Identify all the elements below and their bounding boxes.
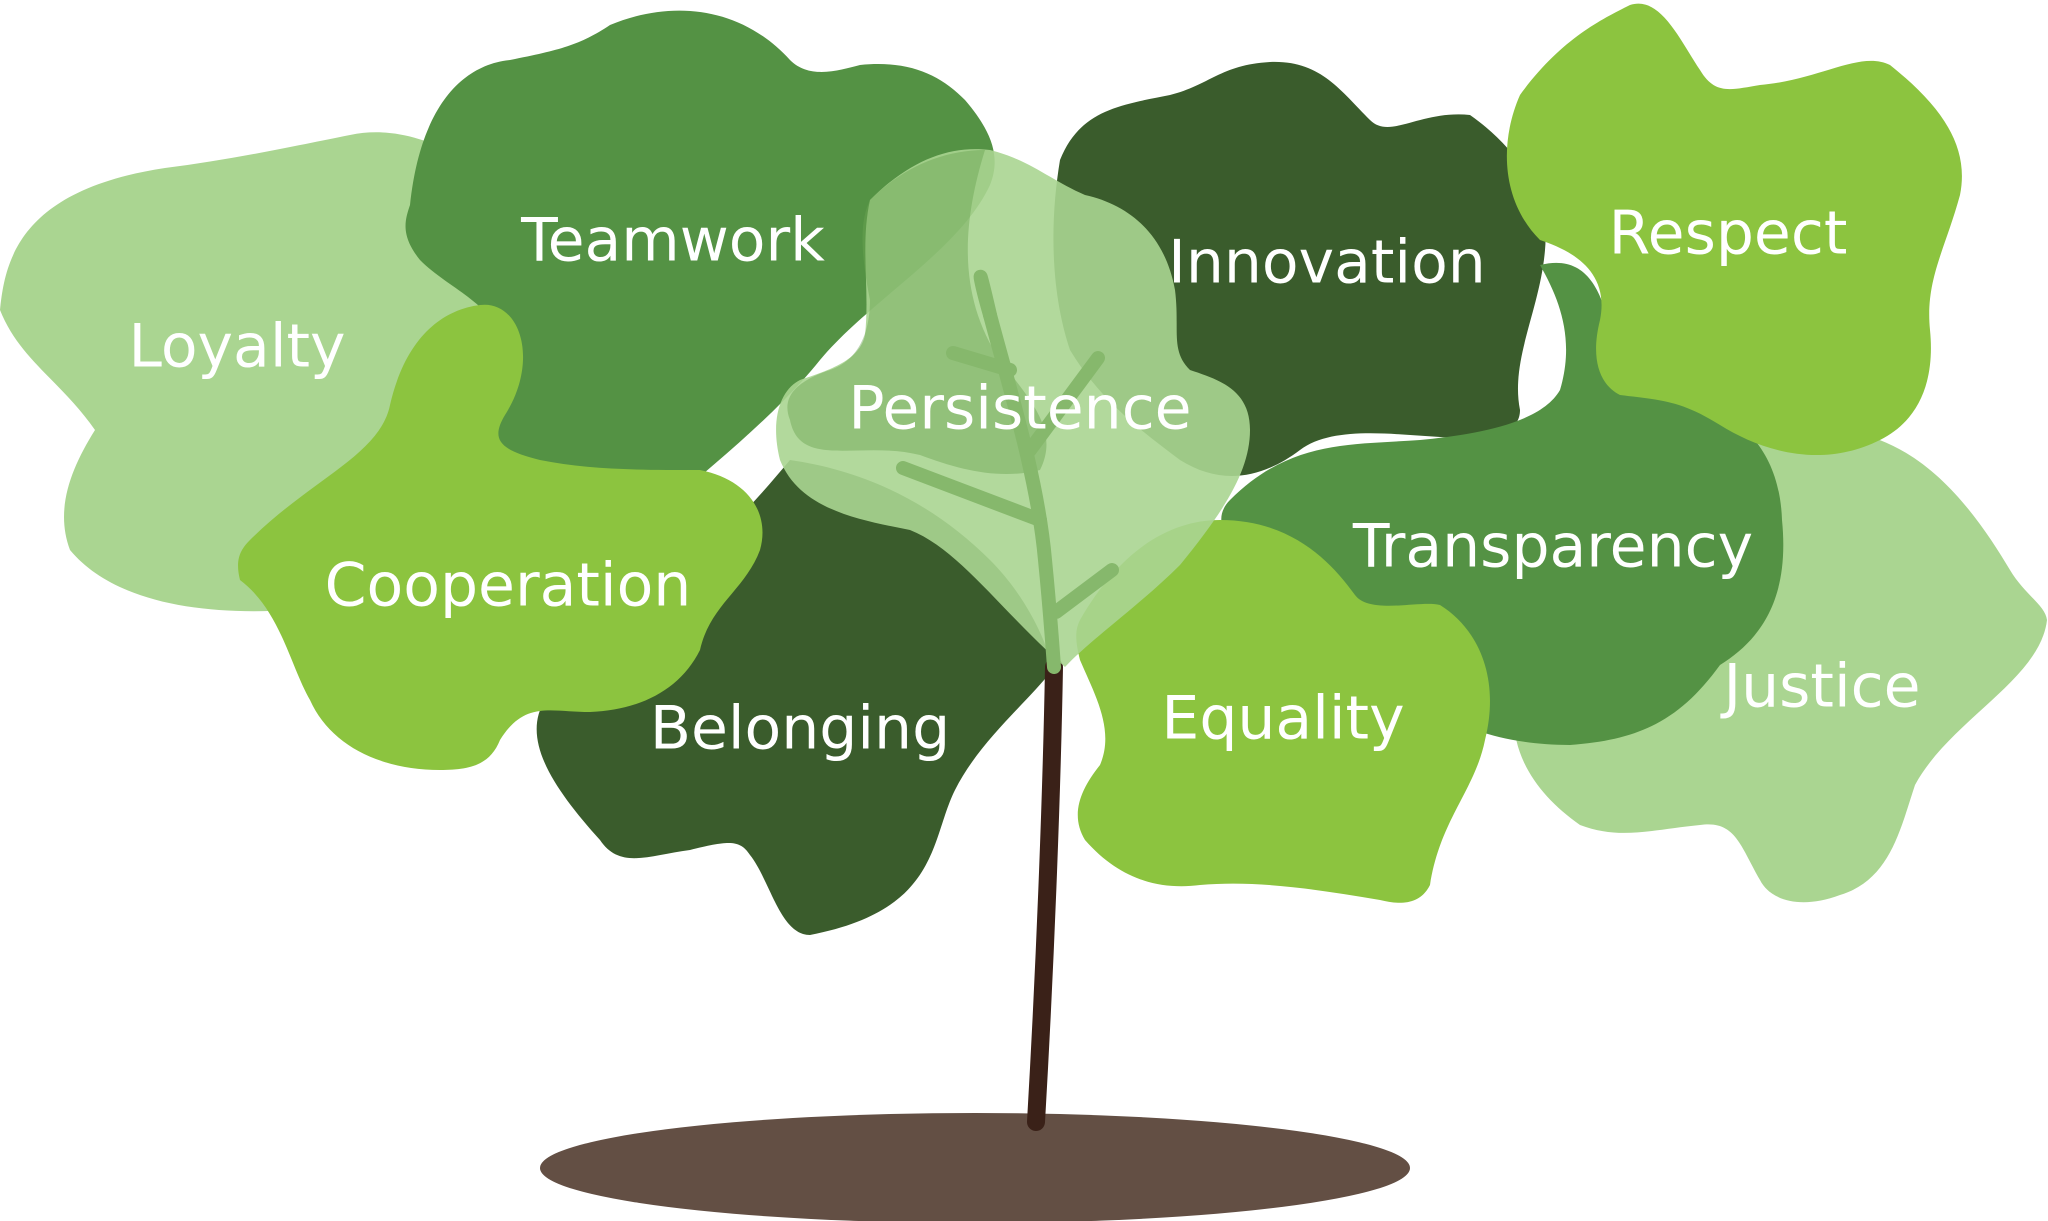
tree-trunk (1027, 658, 1063, 1131)
leaf-label-respect: Respect (1609, 199, 1848, 269)
leaf-teamwork: Teamwork (405, 10, 995, 513)
leaf-equality: Equality (1076, 520, 1490, 903)
leaf-respect: Respect (1506, 3, 1962, 456)
leaf-label-loyalty: Loyalty (128, 312, 345, 382)
leaf-label-persistence: Persistence (848, 374, 1191, 444)
leaf-veins (896, 269, 1119, 674)
leaf-label-equality: Equality (1161, 684, 1404, 754)
leaf-label-teamwork: Teamwork (520, 206, 825, 276)
leaf-persistence: Persistence (776, 149, 1250, 674)
leaf-label-transparency: Transparency (1352, 512, 1753, 582)
leaf-label-belonging: Belonging (650, 694, 950, 764)
leaf-label-justice: Justice (1719, 652, 1920, 722)
leaf-cooperation: Cooperation (238, 304, 763, 770)
leaf-belonging: Belonging (536, 460, 1052, 935)
soil-mound (540, 1113, 1410, 1221)
leaf-label-cooperation: Cooperation (325, 551, 692, 621)
leaf-label-innovation: Innovation (1168, 228, 1486, 298)
